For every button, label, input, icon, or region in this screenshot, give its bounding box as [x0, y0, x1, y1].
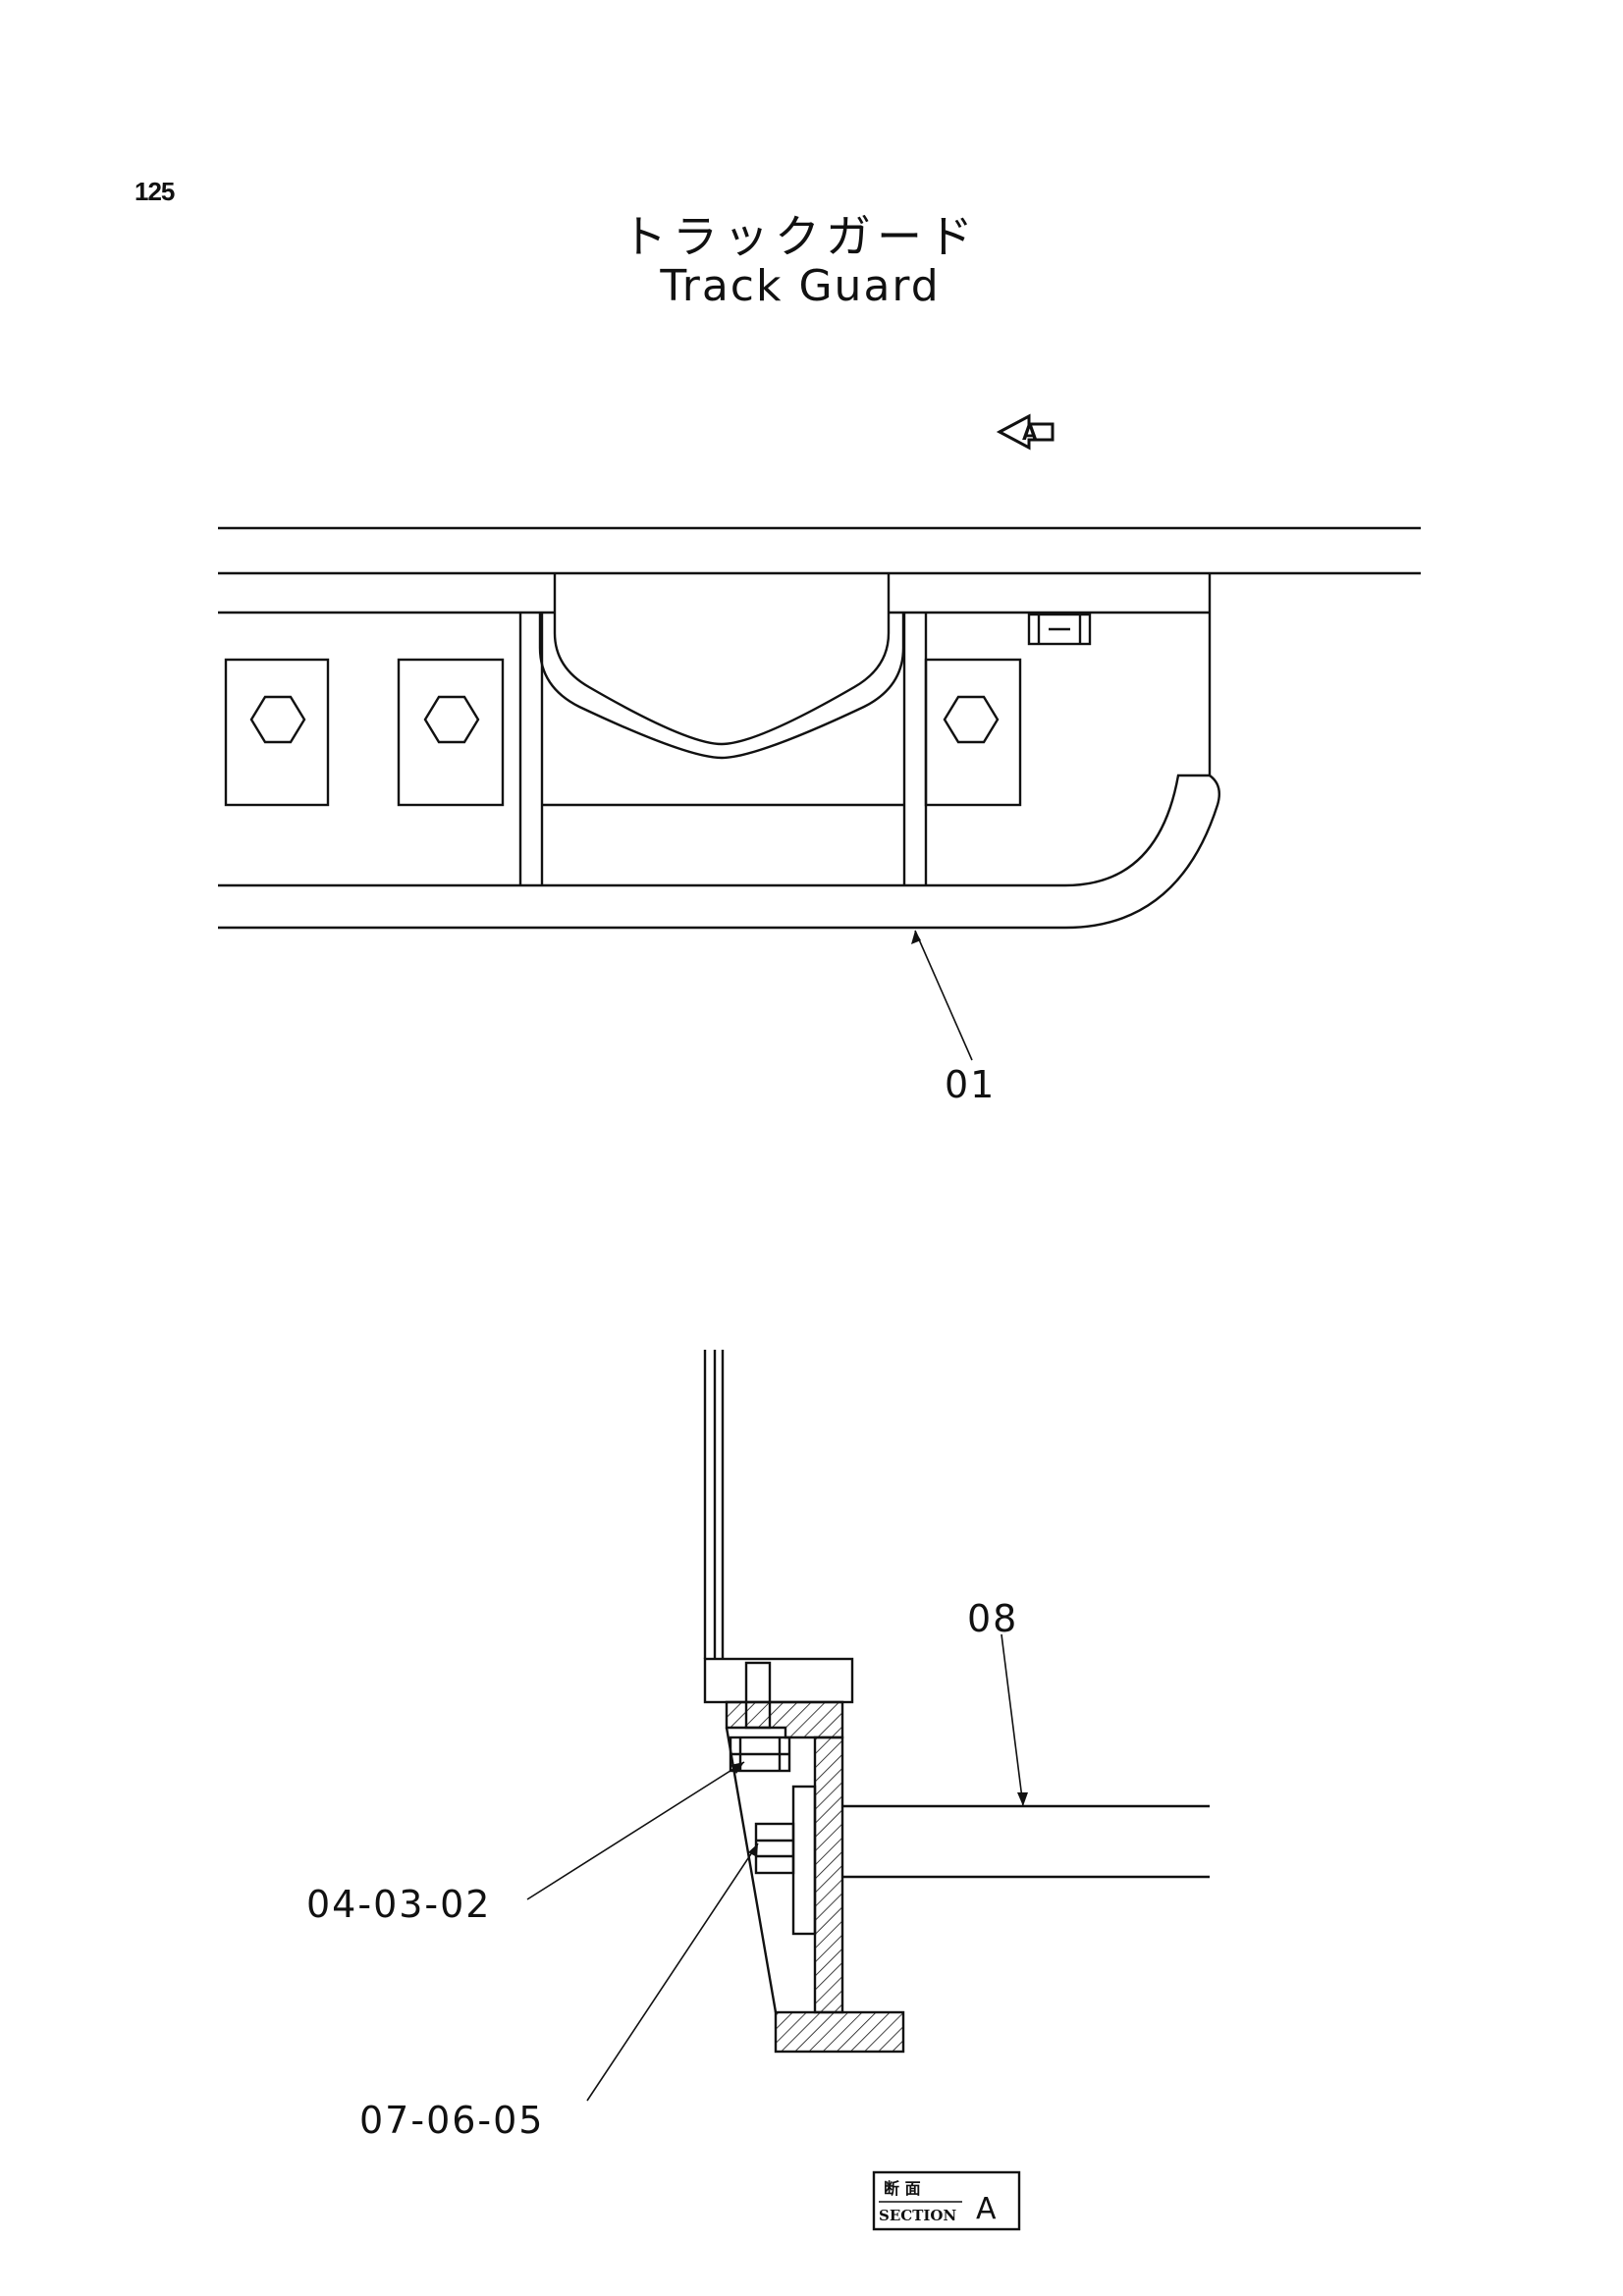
stamp-section-label: SECTION [879, 2207, 956, 2224]
view-direction-arrow-icon: A [996, 413, 1055, 451]
section-a-view [526, 1350, 1210, 2102]
track-guard-top-view [218, 526, 1421, 1061]
callout-07-06-05-label: 07-06-05 [359, 2099, 544, 2142]
view-marker-letter: A [1022, 421, 1038, 445]
stamp-letter: A [976, 2192, 997, 2226]
page-number: 125 [135, 177, 175, 206]
callout-08-label: 08 [967, 1597, 1018, 1640]
callout-04-03-02-label: 04-03-02 [306, 1883, 491, 1926]
stamp-japanese-label: 断 面 [884, 2179, 921, 2198]
page-title-japanese: トラックガード [622, 210, 979, 263]
callout-01-label: 01 [945, 1063, 996, 1106]
page-title-english: Track Guard [660, 261, 941, 311]
section-a-stamp: 断 面 SECTION A [872, 2170, 1021, 2231]
